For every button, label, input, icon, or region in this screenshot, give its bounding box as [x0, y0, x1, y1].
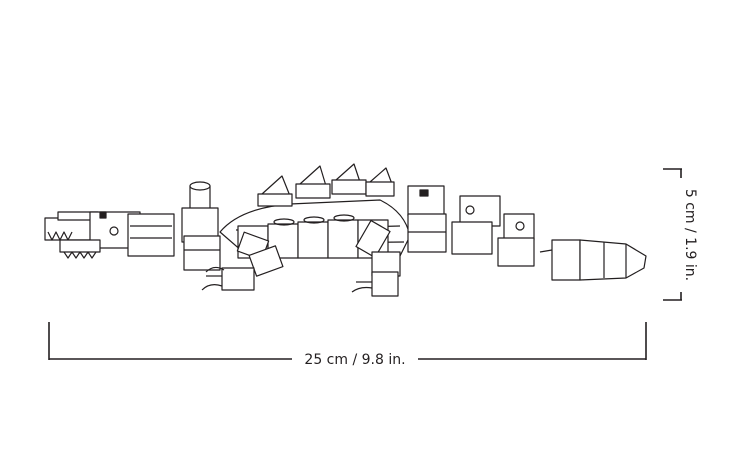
model-tail: [407, 185, 647, 281]
length-label: 25 cm / 9.8 in.: [304, 352, 405, 368]
model-back-spikes: [257, 163, 395, 207]
model-rear-leg: [351, 219, 401, 297]
length-dimension: [48, 322, 647, 360]
height-dimension: [663, 168, 682, 301]
model-head: [44, 211, 175, 259]
model-neck: [181, 181, 221, 271]
model-line-drawing: [44, 163, 647, 297]
model-front-leg: [201, 231, 284, 291]
height-label: 5 cm / 1.9 in.: [682, 189, 698, 281]
